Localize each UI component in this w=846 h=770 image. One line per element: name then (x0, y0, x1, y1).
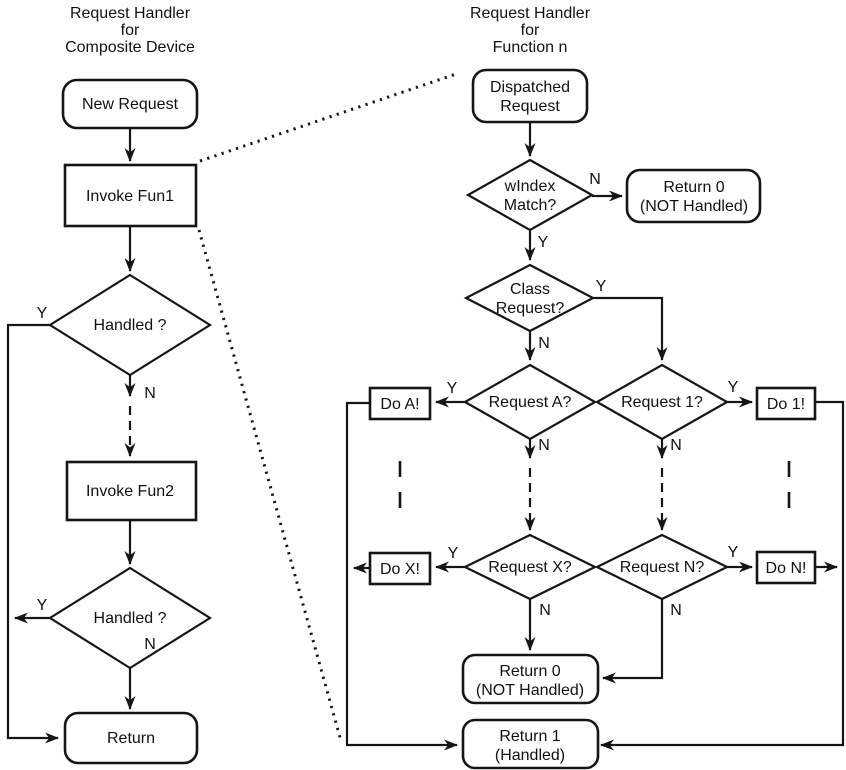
branch-label-requestn-yes: Y (728, 544, 739, 561)
left-title-line1: Request Handler (70, 5, 191, 22)
branch-label-requestn-no: N (670, 602, 682, 619)
node-new-request (61, 78, 199, 130)
node-do-x-label: Do X! (380, 561, 420, 578)
node-return0-top-label-line1: Return 0 (663, 179, 724, 196)
node-return0-bottom (461, 653, 600, 705)
node-class-label-line1: Class (510, 281, 550, 298)
branch-label-requesta-no: N (538, 437, 550, 454)
node-invoke-fun1 (63, 163, 198, 228)
node-handled-1-label: Handled ? (94, 317, 167, 334)
node-return1-label-line2: (Handled) (495, 747, 565, 764)
edge-class-yes-to-request1 (593, 296, 668, 361)
node-return0-bottom-label-line2: (NOT Handled) (476, 682, 584, 699)
node-return1 (461, 718, 600, 770)
right-title-line1: Request Handler (470, 5, 591, 22)
branch-label-class-no: N (538, 335, 550, 352)
node-invoke-fun2-label: Invoke Fun2 (86, 483, 174, 500)
node-request-n (594, 533, 730, 601)
node-return0-top (625, 168, 762, 224)
node-do-n-label: Do N! (766, 560, 807, 577)
branch-label-request1-no: N (670, 437, 682, 454)
node-request-a-label: Request A? (489, 394, 572, 411)
right-title-line3: Function n (493, 39, 568, 56)
node-do-1 (755, 386, 817, 421)
branch-label-requestx-no: N (539, 602, 551, 619)
branch-label-requesta-yes: Y (447, 380, 458, 397)
node-request-x-label: Request X? (488, 559, 572, 576)
branch-label-handled2-yes: Y (37, 597, 48, 614)
node-class-label-line2: Request? (496, 300, 565, 317)
edge-handled1-yes-to-return (6, 323, 59, 744)
node-dispatched-request (471, 68, 589, 124)
node-new-request-label: New Request (82, 96, 179, 113)
node-windex-label-line1: wIndex (504, 178, 556, 195)
node-do-x (368, 551, 432, 586)
node-class-request (463, 263, 596, 333)
node-handled-2 (47, 566, 213, 670)
right-title-line2: for (521, 22, 540, 39)
left-title-line2: for (121, 22, 140, 39)
branch-label-windex-yes: Y (538, 234, 549, 251)
node-windex-label-line2: Match? (504, 197, 557, 214)
node-dispatched-label-line2: Request (500, 98, 560, 115)
node-do-a-label: Do A! (380, 396, 419, 413)
node-invoke-fun1-label: Invoke Fun1 (86, 188, 174, 205)
node-request-1-label: Request 1? (621, 394, 703, 411)
branch-label-handled2-no: N (144, 636, 156, 653)
edge-requestn-no-to-return0 (602, 599, 664, 684)
node-invoke-fun2 (65, 460, 198, 522)
node-do-1-label: Do 1! (767, 396, 805, 413)
left-title-line3: Composite Device (65, 39, 195, 56)
edge-doa-to-return1 (345, 401, 458, 751)
node-request-x (462, 533, 598, 601)
node-request-n-label: Request N? (620, 559, 705, 576)
node-return-end-label: Return (107, 730, 155, 747)
branch-label-class-yes: Y (596, 278, 607, 295)
node-do-n (755, 550, 817, 585)
node-return0-bottom-label-line1: Return 0 (499, 663, 560, 680)
edge-expansion-bottom-dotted (197, 229, 343, 742)
node-return1-label-line1: Return 1 (499, 728, 560, 745)
edge-expansion-top-dotted (199, 72, 457, 163)
branch-label-requestx-yes: Y (448, 545, 459, 562)
edge-do1-to-return1 (600, 400, 845, 751)
branch-label-windex-no: N (589, 171, 601, 188)
branch-label-request1-yes: Y (728, 379, 739, 396)
node-windex-match (465, 158, 595, 232)
node-return-end (63, 711, 199, 765)
branch-label-handled1-no: N (144, 385, 156, 402)
node-handled-2-label: Handled ? (94, 610, 167, 627)
node-do-a (368, 386, 432, 421)
node-handled-1 (47, 273, 213, 377)
branch-label-handled1-yes: Y (37, 305, 48, 322)
node-dispatched-label-line1: Dispatched (490, 79, 570, 96)
node-request-a (462, 363, 598, 441)
node-request-1 (594, 363, 730, 441)
node-return0-top-label-line2: (NOT Handled) (640, 198, 748, 215)
